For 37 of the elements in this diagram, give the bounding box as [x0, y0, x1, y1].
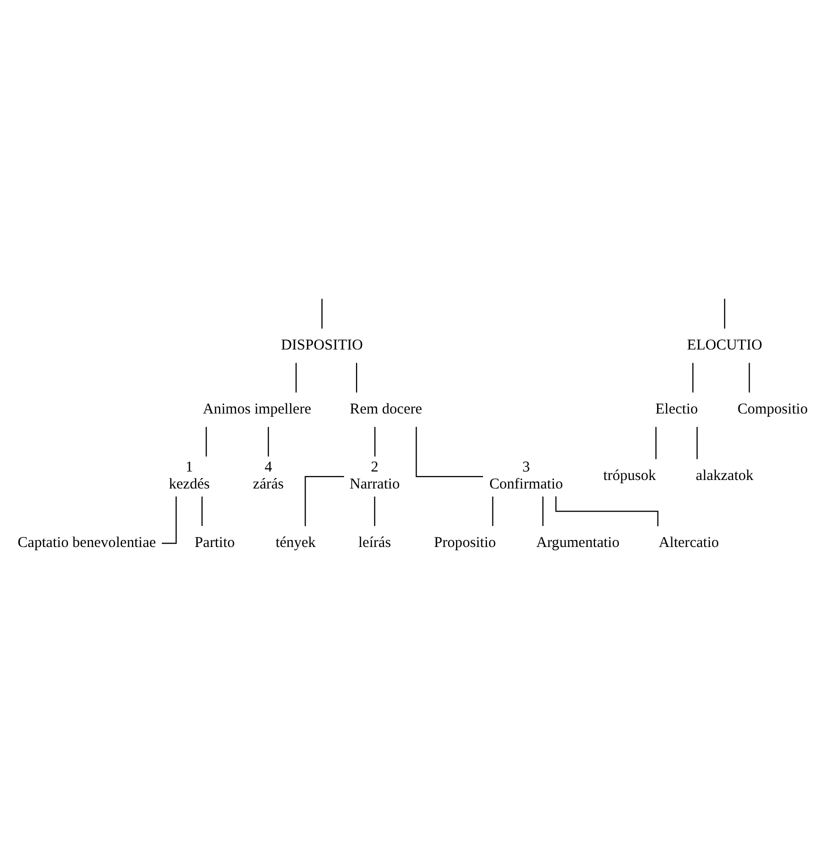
- node-text: Compositio: [737, 400, 808, 417]
- node-text: 3 Confirmatio: [489, 459, 563, 492]
- connector: [696, 426, 698, 459]
- connector: [655, 426, 657, 459]
- node-text: tények: [276, 534, 316, 550]
- connector: [201, 496, 203, 526]
- connector: [542, 496, 544, 526]
- node-text: Rem docere: [350, 400, 422, 417]
- node-text: Captatio benevolentiae: [18, 534, 156, 550]
- node-text: DISPOSITIO: [281, 336, 363, 353]
- connector: [374, 426, 376, 456]
- node-text: 4 zárás: [252, 459, 284, 492]
- node-text: Animos impellere: [202, 400, 312, 417]
- node-text: Altercatio: [658, 534, 719, 550]
- node-text: 1 kezdés: [168, 459, 210, 492]
- connector: [748, 362, 750, 392]
- node-text: ELOCUTIO: [687, 336, 762, 353]
- connector: [356, 362, 358, 392]
- node-text: Partito: [194, 534, 235, 550]
- connector: [304, 475, 344, 526]
- node-text: Argumentatio: [536, 534, 620, 550]
- node-text: 2 Narratio: [350, 459, 400, 492]
- node-text: Propositio: [434, 534, 496, 550]
- connector: [492, 496, 494, 526]
- connector: [692, 362, 694, 392]
- node-text: Electio: [655, 400, 698, 417]
- connector: [321, 298, 323, 328]
- node-text: leírás: [358, 534, 391, 550]
- connector: [416, 426, 484, 477]
- connector: [206, 426, 207, 456]
- node-text: alakzatok: [696, 468, 754, 484]
- connector: [724, 298, 726, 328]
- node-text: trópusok: [603, 468, 656, 484]
- connector: [268, 426, 269, 456]
- connector: [296, 362, 297, 392]
- connector: [555, 496, 658, 526]
- connector: [374, 496, 376, 526]
